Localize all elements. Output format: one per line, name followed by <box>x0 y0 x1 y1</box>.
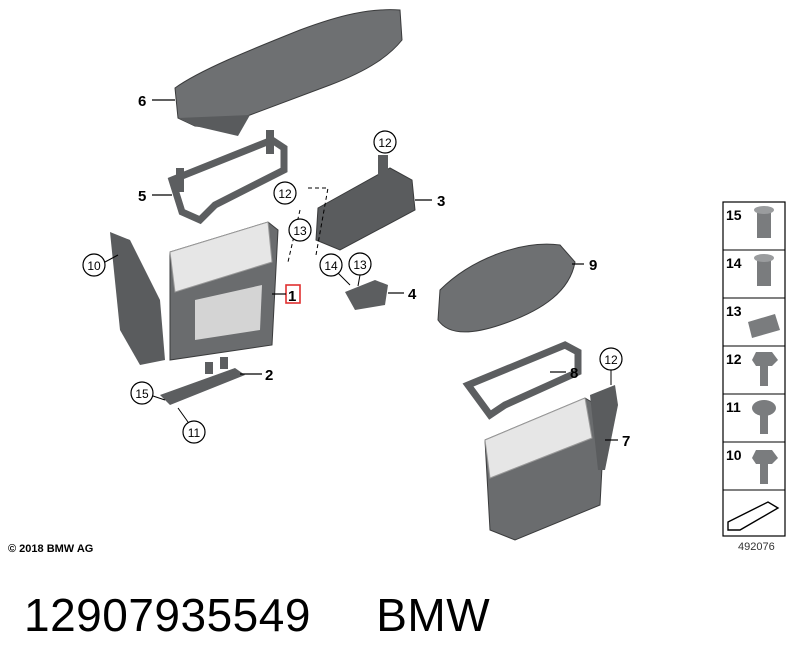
clip-nut-icon <box>748 314 780 338</box>
callout-12-center: 12 <box>373 130 397 154</box>
label-8: 8 <box>570 365 578 382</box>
label-2: 2 <box>265 367 273 384</box>
legend-13: 13 <box>726 303 742 319</box>
svg-text:13: 13 <box>293 224 307 238</box>
label-1: 1 <box>288 288 296 305</box>
legend-15: 15 <box>726 207 742 223</box>
callout-15: 15 <box>130 381 166 405</box>
hex-bolt-icon <box>752 352 778 386</box>
fastener-legend: 15 14 13 12 11 10 <box>722 201 786 537</box>
svg-text:13: 13 <box>353 258 367 272</box>
legend-14: 14 <box>726 255 742 271</box>
rivet-nut-icon <box>754 254 774 286</box>
torx-screw-icon <box>752 400 776 434</box>
hex-bolt-icon <box>752 450 778 484</box>
svg-text:10: 10 <box>87 259 101 273</box>
part-number: 12907935549 <box>24 589 311 641</box>
label-5: 5 <box>138 188 146 205</box>
part-8-frame <box>462 341 582 420</box>
label-6: 6 <box>138 93 146 110</box>
label-7: 7 <box>622 433 630 450</box>
svg-text:15: 15 <box>135 387 149 401</box>
part-1-control-unit <box>110 221 279 365</box>
svg-text:12: 12 <box>378 136 392 150</box>
svg-text:14: 14 <box>324 259 338 273</box>
svg-text:11: 11 <box>188 426 201 440</box>
copyright-text: © 2018 BMW AG <box>8 543 94 555</box>
legend-10: 10 <box>726 447 742 463</box>
part-3-holder <box>315 155 416 251</box>
diagram-number: 492076 <box>738 541 775 553</box>
legend-11: 11 <box>726 399 741 415</box>
callout-12-right: 12 <box>599 347 623 385</box>
callout-13-left: 13 <box>288 218 312 242</box>
arrow-icon <box>727 501 780 531</box>
svg-text:12: 12 <box>604 353 618 367</box>
footer: 12907935549 BMW <box>24 588 490 642</box>
callout-14: 14 <box>319 253 351 286</box>
callout-10: 10 <box>82 253 119 277</box>
rivet-nut-icon <box>754 206 774 238</box>
legend-12: 12 <box>726 351 742 367</box>
callout-12-left: 12 <box>273 181 297 205</box>
svg-text:12: 12 <box>278 187 292 201</box>
label-4: 4 <box>408 286 417 303</box>
part-9-cover <box>437 243 576 333</box>
part-2-bracket <box>160 357 245 405</box>
callout-11: 11 <box>177 407 206 444</box>
part-4-clip <box>345 280 388 310</box>
part-6-cover <box>174 9 403 136</box>
callout-13-center: 13 <box>348 252 372 287</box>
label-9: 9 <box>589 257 597 274</box>
label-3: 3 <box>437 193 445 210</box>
part-7-control-unit <box>484 385 618 541</box>
brand-name: BMW <box>376 589 491 641</box>
part-5-frame <box>167 130 288 225</box>
